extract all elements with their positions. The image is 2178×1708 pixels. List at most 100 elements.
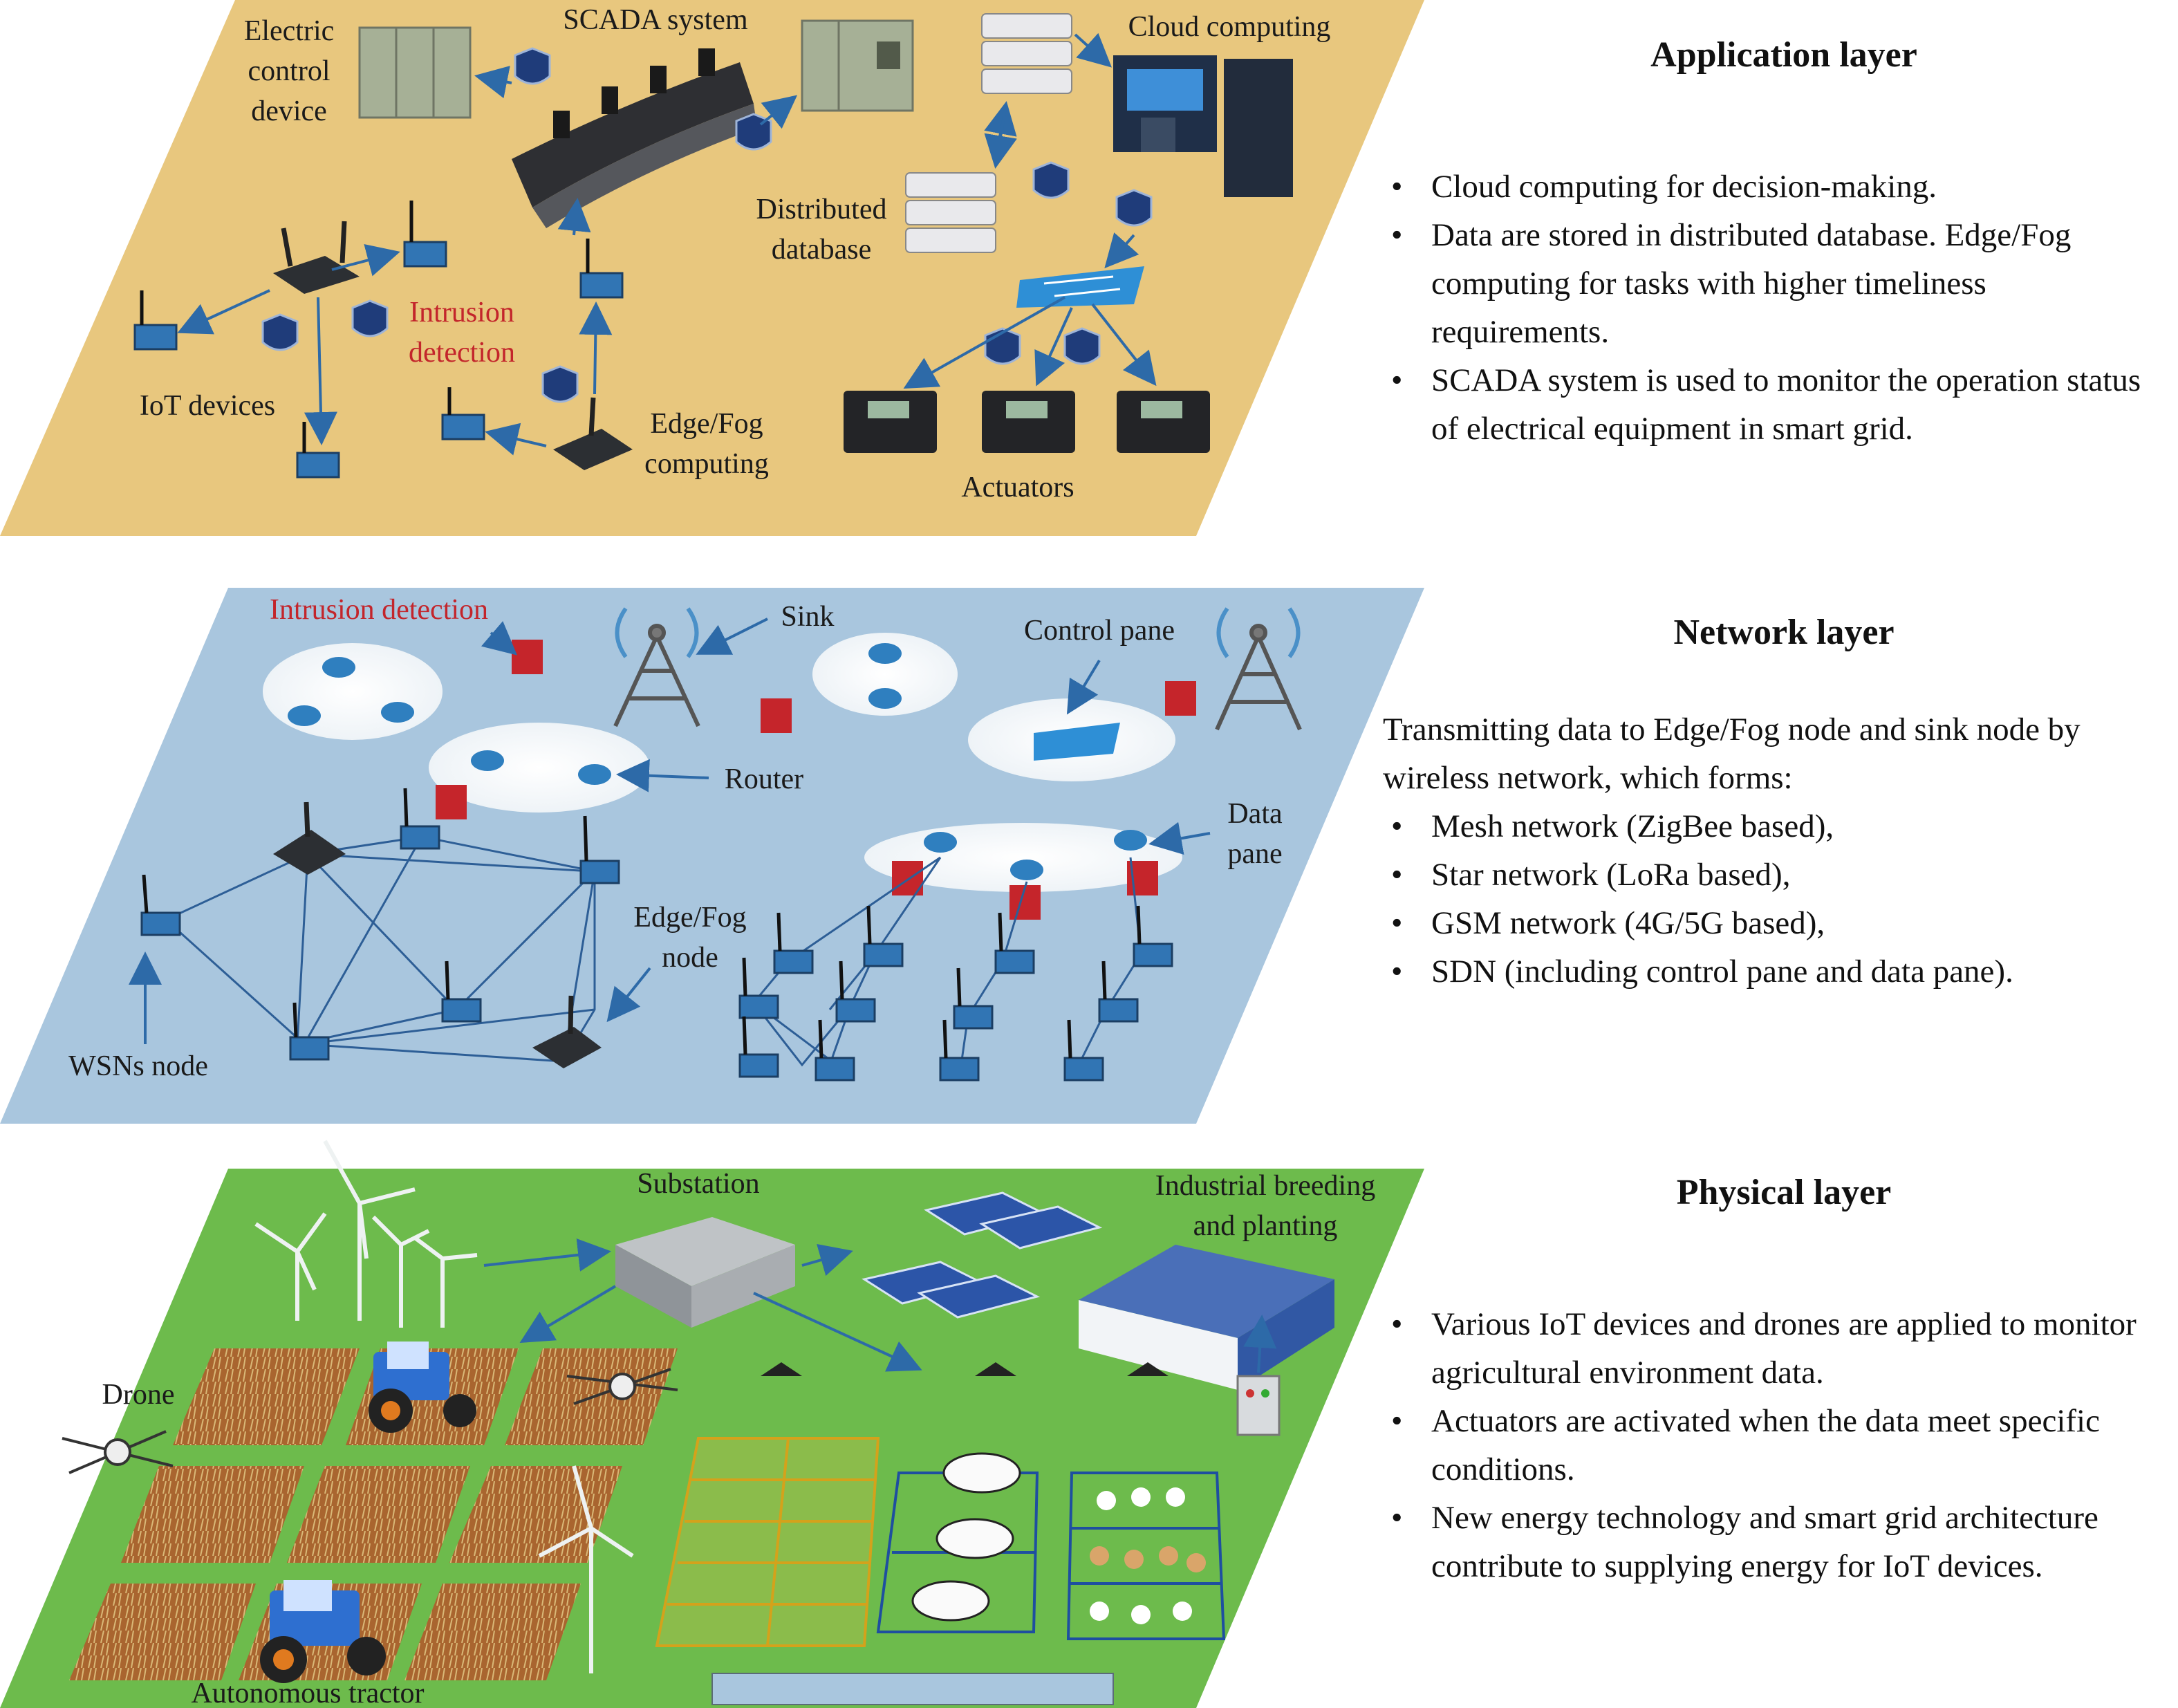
actuator-icon <box>1117 391 1210 453</box>
drone-icon <box>62 1430 174 1474</box>
sensor-strip <box>711 1673 1114 1705</box>
label-cloud-computing: Cloud computing <box>1128 11 1331 43</box>
label-actuators: Actuators <box>961 472 1074 503</box>
wsn-node-icon <box>579 815 620 884</box>
network-bullet: SDN (including control pane and data pan… <box>1383 947 2164 996</box>
physical-bullet: Actuators are activated when the data me… <box>1383 1397 2164 1494</box>
wsn-node-icon <box>738 1016 779 1078</box>
network-intro: Transmitting data to Edge/Fog node and s… <box>1383 712 2081 796</box>
application-description: Application layer Cloud computing for de… <box>1383 31 2164 453</box>
network-bullet: Star network (LoRa based), <box>1383 851 2164 899</box>
physical-bullet: New energy technology and smart grid arc… <box>1383 1494 2164 1590</box>
application-layer-title: Application layer <box>1650 35 1917 75</box>
sdn-switch-icon <box>1034 723 1120 761</box>
security-shield-icon <box>514 47 551 85</box>
network-plane <box>0 588 1424 1124</box>
network-description: Network layer Transmitting data to Edge/… <box>1383 609 2164 996</box>
control-tower-icon <box>1215 607 1302 731</box>
server-rack-icon <box>981 13 1072 94</box>
application-bullet: Cloud computing for decision-making. <box>1383 163 2164 211</box>
wsn-node-icon <box>289 1002 330 1061</box>
wsn-node-icon <box>815 1019 855 1082</box>
router-icon <box>288 705 321 726</box>
wsn-node-icon <box>953 967 994 1030</box>
physical-layer-title: Physical layer <box>1676 1173 1892 1212</box>
network-layer-title: Network layer <box>1673 613 1895 652</box>
router-icon <box>471 750 504 771</box>
distributed-database-icon <box>905 172 996 253</box>
router-icon <box>322 657 355 678</box>
greenhouse-racks <box>655 1437 880 1647</box>
wsn-node-icon <box>441 960 482 1023</box>
wsn-node-icon <box>835 960 876 1023</box>
livestock-pens <box>876 1472 1226 1640</box>
security-shield-icon <box>1032 161 1070 199</box>
tractor-icon <box>369 1342 476 1433</box>
wsn-node-icon <box>1098 960 1139 1023</box>
network-bullet: Mesh network (ZigBee based), <box>1383 802 2164 851</box>
edge-fog-node-icon <box>532 995 602 1068</box>
label-control-pane: Control pane <box>1024 615 1175 647</box>
router-icon <box>578 764 611 785</box>
network-cloud <box>263 643 443 740</box>
cloud-computing-icon <box>1113 55 1293 197</box>
edge-fog-gateway-icon <box>553 397 633 470</box>
security-shield-icon <box>541 365 579 403</box>
router-icon <box>868 643 902 664</box>
label-substation: Substation <box>637 1168 759 1200</box>
electric-control-device-icon <box>358 26 472 119</box>
physical-description: Physical layer Various IoT devices and d… <box>1383 1169 2164 1590</box>
network-arrows <box>129 618 1211 1044</box>
label-autonomous-tractor: Autonomous tractor <box>191 1678 424 1708</box>
edge-fog-node-icon <box>273 801 346 875</box>
wind-turbine-icon <box>254 1140 634 1673</box>
solar-panel-icon <box>862 1191 1103 1319</box>
label-router: Router <box>725 763 803 795</box>
security-shield-icon <box>351 299 389 337</box>
router-icon <box>1114 830 1147 851</box>
label-wsns-node: WSNs node <box>68 1050 208 1082</box>
substation-icon <box>615 1217 795 1328</box>
application-bullet: SCADA system is used to monitor the oper… <box>1383 356 2164 453</box>
network-cloud <box>812 633 958 716</box>
network-cloud <box>429 723 650 813</box>
electric-cabinet-icon <box>801 19 914 112</box>
control-box-icon <box>1236 1375 1281 1436</box>
wsn-node-icon <box>863 905 904 967</box>
wsn-node-icon <box>939 1019 980 1082</box>
physical-bullet: Various IoT devices and drones are appli… <box>1383 1300 2164 1397</box>
gateway-router-icon <box>273 221 360 294</box>
wsn-node-icon <box>400 788 440 850</box>
network-switch-icon <box>1016 266 1144 308</box>
data-flow-arrows <box>177 33 1157 456</box>
actuator-icon <box>844 391 937 453</box>
drone-icon <box>566 1368 678 1405</box>
label-sink: Sink <box>781 601 834 633</box>
wsn-node-icon <box>738 957 779 1019</box>
iot-device-icon <box>403 201 447 268</box>
wsn-node-icon <box>994 912 1035 974</box>
application-bullet: Data are stored in distributed database.… <box>1383 211 2164 356</box>
network-layer: Intrusion detection Sink Control pane Ro… <box>0 588 1424 1124</box>
physical-arrows <box>483 1238 1277 1373</box>
actuator-icon <box>982 391 1075 453</box>
cow-icon <box>911 1452 1021 1622</box>
scada-console-icon <box>512 48 757 228</box>
chicken-icon <box>1090 1487 1206 1624</box>
security-shield-icon <box>1115 189 1153 227</box>
router-icon <box>381 702 414 723</box>
grow-light-icon <box>761 1362 1169 1376</box>
iot-device-icon <box>133 290 178 351</box>
network-bullet: GSM network (4G/5G based), <box>1383 899 2164 947</box>
label-scada-system: SCADA system <box>563 4 748 36</box>
label-intrusion-detection: Intrusion detection <box>270 594 488 626</box>
wsn-node-icon <box>1133 905 1173 967</box>
autonomous-tractor-icon <box>260 1580 386 1683</box>
